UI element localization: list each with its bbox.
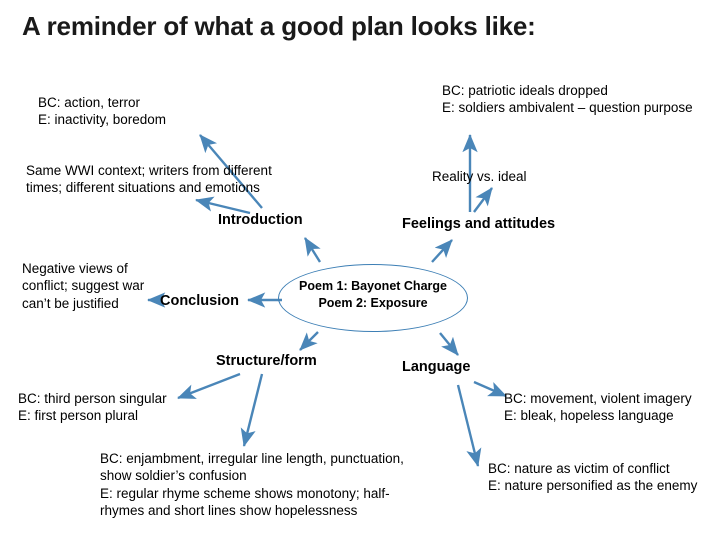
branch-feelings-and-attitudes[interactable]: Feelings and attitudes [402,216,556,232]
note-enjambment: BC: enjambment, irregular line length, p… [100,451,404,518]
note-negative-views: Negative views of conflict; suggest war … [22,261,145,311]
note-wwi-context: Same WWI context; writers from different… [26,163,272,196]
note-reality-vs-ideal: Reality vs. ideal [432,169,527,184]
page-title: A reminder of what a good plan looks lik… [22,11,536,41]
branch-structure-form[interactable]: Structure/form [216,353,317,369]
branch-introduction[interactable]: Introduction [218,212,303,228]
center-ellipse [278,264,468,332]
branch-language[interactable]: Language [402,359,471,375]
note-nature: BC: nature as victim of conflict E: natu… [488,461,698,494]
note-movement-imagery: BC: movement, violent imagery E: bleak, … [504,391,692,424]
note-person: BC: third person singular E: first perso… [18,391,167,424]
note-patriotic-ideals: BC: patriotic ideals dropped E: soldiers… [442,83,693,116]
branch-conclusion[interactable]: Conclusion [160,293,239,309]
center-node-text: Poem 1: Bayonet Charge Poem 2: Exposure [299,279,447,310]
note-action-terror: BC: action, terror E: inactivity, boredo… [38,95,167,128]
